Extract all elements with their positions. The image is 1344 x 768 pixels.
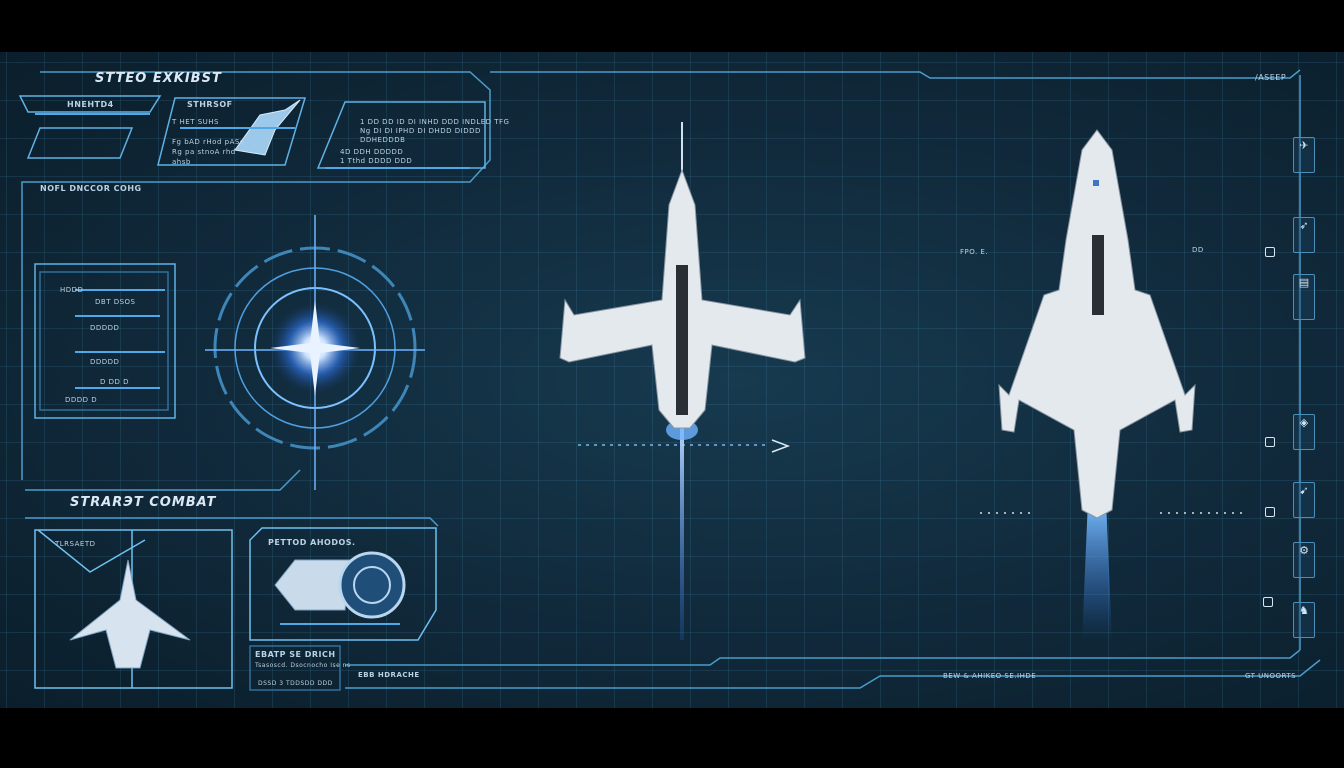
right-ship [998, 129, 1196, 640]
card3-line: 1 Tthd DDDD DDD [340, 157, 413, 165]
checkbox[interactable] [1265, 507, 1275, 517]
left-row[interactable]: DDDDD [90, 358, 120, 366]
ship-card-label: TLRSAETD [55, 540, 96, 548]
card2-label[interactable]: STHRSOF [187, 100, 233, 109]
status-label: NOFL DNCCOR COHG [40, 184, 142, 193]
module-icon[interactable]: ▤ [1293, 274, 1315, 320]
ship-icon[interactable]: ✈ [1293, 137, 1315, 173]
fighter-icon[interactable]: ➶ [1293, 217, 1315, 253]
checkbox[interactable] [1263, 597, 1273, 607]
turret-icon[interactable]: ⚙ [1293, 542, 1315, 578]
combat-title: STRARЭT COMBAT [70, 495, 217, 510]
card3-line: DDHEDDDB [360, 136, 406, 144]
checkbox[interactable] [1265, 437, 1275, 447]
card3-line: 1 DD DD ID DI INHD DDD INDLED TFG [360, 118, 510, 126]
shield-icon[interactable]: ◈ [1293, 414, 1315, 450]
left-row[interactable]: DDDDD [90, 324, 120, 332]
card3-line: Ng DI DI IPHD DI DHDD DIDDD [360, 127, 481, 135]
footer-center-label: BEW & AHIKEO SE.IHDE [943, 672, 1037, 680]
card2-line: Rg pa stnoA rhd [172, 148, 236, 156]
left-row[interactable]: HDDD [60, 286, 84, 294]
combat-caption-sub2: DSSD 3 TDDSDD DDD [258, 680, 333, 687]
left-row[interactable]: D DD D [100, 378, 130, 386]
footer-left-label: EBB HDRACHE [358, 671, 420, 679]
left-row[interactable]: DDDD D [65, 396, 98, 404]
card3-line: 4D DDH DDDDD [340, 148, 404, 156]
combat-caption: EBATP SE DRICH [255, 650, 336, 659]
center-ship [559, 122, 806, 640]
module-card-label: PETTOD AHODOS. [268, 538, 356, 547]
card2-line: ahsb [172, 158, 191, 166]
readout: FPO. E. [960, 248, 989, 256]
combat-ship [69, 559, 191, 669]
footer-right-label: GT UNOORTS [1245, 672, 1297, 680]
card2-sub: T HET SUHS [172, 118, 219, 126]
mech-icon[interactable]: ♞ [1293, 602, 1315, 638]
checkbox[interactable] [1265, 247, 1275, 257]
top-right-label: /ASEEP [1255, 73, 1287, 82]
header-title: STTEO EXKIBST [95, 71, 222, 86]
readout: DD [1192, 246, 1204, 254]
card2-line: Fg bAD rHod pASo [172, 138, 245, 146]
combat-caption-sub: Tsasoscd. Dsocnocho Ise ns [255, 662, 351, 669]
drone-icon[interactable]: ➹ [1293, 482, 1315, 518]
hud-frame [18, 69, 1321, 691]
hud-screen: STTEO EXKIBST /ASEEP HNEHTD4 STHRSOF T H… [0, 52, 1344, 708]
radar-core-glow [270, 300, 360, 396]
left-row[interactable]: DBT DSOS [95, 298, 136, 306]
card1-label[interactable]: HNEHTD4 [67, 100, 114, 109]
